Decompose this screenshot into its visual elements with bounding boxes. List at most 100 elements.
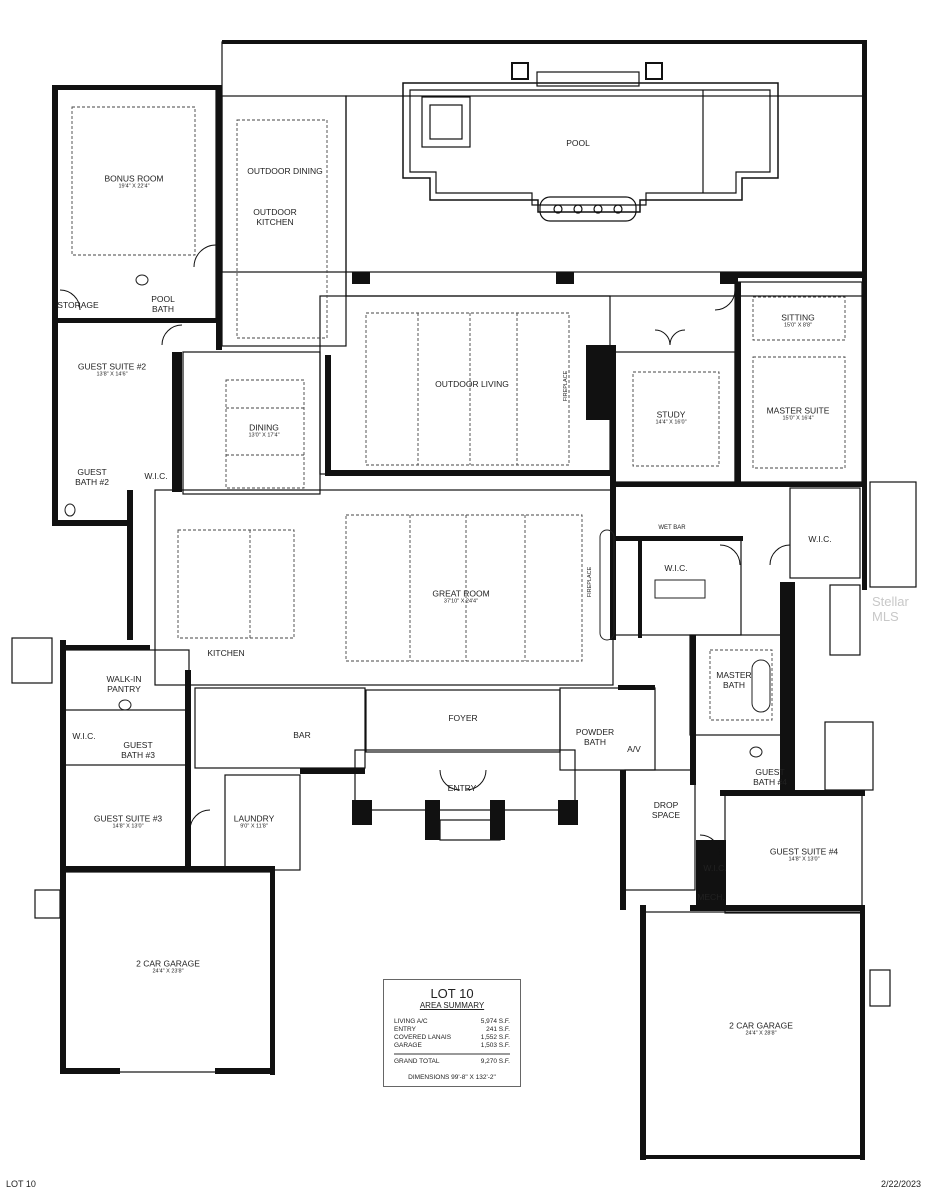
summary-value: 1,503 S.F. [480,1042,510,1049]
summary-row: COVERED LANAIS 1,552 S.F. [394,1034,510,1042]
room-name: POOL BATH [151,294,175,314]
room-name: GUEST BATH #2 [75,467,109,487]
room-drop-space: DROP SPACE [646,800,686,820]
room-dims: 37'10" X 24'4" [443,598,479,605]
room-name: MASTER BATH [716,670,752,690]
dashed-outlines [71,106,846,721]
summary-title: LOT 10 [430,986,474,1001]
room-guest-bath-3: GUEST BATH #3 [118,740,158,760]
room-wic-master-1: W.I.C. [664,563,687,573]
watermark: Stellar MLS [872,594,909,624]
summary-label: GARAGE [394,1042,422,1049]
summary-value: 241 S.F. [486,1026,510,1033]
room-wic-4: W.I.C. [703,863,726,873]
doors [59,244,791,856]
room-outdoor-kitchen: OUTDOOR KITCHEN [250,207,300,227]
room-dims: 14'8" X 13'0" [112,823,144,830]
room-master-bath: MASTER BATH [714,670,754,690]
summary-row: GARAGE 1,503 S.F. [394,1042,510,1050]
footer-date: 2/22/2023 [880,1179,921,1189]
room-dims: 14'4" X 16'0" [655,419,687,426]
room-foyer: FOYER [448,713,477,723]
fixtures [64,274,771,758]
summary-subtitle: AREA SUMMARY [419,1001,485,1010]
room-name: DROP SPACE [651,800,681,820]
room-pool-bath: POOL BATH [148,294,178,314]
room-name: MASTER SUITE [766,405,830,416]
room-name: BAR [293,730,311,740]
room-name: OUTDOOR KITCHEN [253,207,297,227]
room-name: BONUS ROOM [104,173,164,184]
room-name: STUDY [656,409,686,420]
room-dims: 13'0" X 17'4" [248,432,280,439]
room-wic-master-2: W.I.C. [808,534,831,544]
room-bar: BAR [293,730,310,740]
room-name: W.I.C. [808,534,832,544]
room-name: GUEST SUITE #2 [77,361,147,372]
summary-divider [394,1053,510,1055]
footer-lot-label: LOT 10 [6,1179,36,1189]
room-name: LAUNDRY [233,813,275,824]
summary-value: 1,552 S.F. [480,1034,510,1041]
summary-value: 5,974 S.F. [480,1018,510,1025]
room-name: W.I.C. [703,863,727,873]
room-name: W.I.C. [72,731,96,741]
summary-row: ENTRY 241 S.F. [394,1026,510,1034]
room-walk-in-pantry: WALK-IN PANTRY [101,674,147,694]
room-dims: 9'0" X 11'8" [240,823,268,830]
room-name: SITTING [781,312,815,323]
room-name: STORAGE [57,300,99,310]
room-name: 2 CAR GARAGE [729,1020,793,1031]
summary-dimensions: DIMENSIONS 99'-8" X 132'-2" [408,1074,496,1081]
room-name: W.I.C. [664,563,688,573]
room-name: OUTDOOR DINING [247,166,323,176]
room-dims: 24'4" X 28'8" [745,1030,777,1037]
room-storage: STORAGE [57,300,98,310]
room-name: GUEST SUITE #3 [93,813,163,824]
room-name: FOYER [448,713,478,723]
room-name: W.I.C. [144,471,168,481]
room-mech: MECH. [697,892,724,902]
summary-label: ENTRY [394,1026,416,1033]
room-guest-bath-4: GUEST BATH #4 [750,767,790,787]
room-guest-bath-2: GUEST BATH #2 [72,467,112,487]
room-entry: ENTRY [448,783,477,793]
summary-label: LIVING A/C [394,1018,428,1025]
room-dims: 15'0" X 16'4" [782,415,814,422]
room-pool: POOL [566,138,590,148]
room-name: GUEST BATH #3 [121,740,155,760]
room-name: MECH. [697,892,725,902]
summary-row: LIVING A/C 5,974 S.F. [394,1018,510,1026]
room-wic-2: W.I.C. [144,471,167,481]
summary-label: COVERED LANAIS [394,1034,452,1041]
room-dims: 19'4" X 22'4" [118,183,150,190]
outdoor-fireplace-label: FIREPLACE [563,370,569,402]
room-kitchen: KITCHEN [207,648,244,658]
room-name: GREAT ROOM [432,588,490,599]
room-name: POWDER BATH [575,727,615,747]
summary-total-value: 9,270 S.F. [480,1058,510,1065]
room-name: A/V [627,744,641,754]
area-summary-box: LOT 10 AREA SUMMARY LIVING A/C 5,974 S.F.… [383,979,521,1087]
room-wic-3: W.I.C. [72,731,95,741]
room-name: WALK-IN PANTRY [106,674,142,694]
room-wet-bar: WET BAR [658,525,686,531]
room-name: KITCHEN [207,648,245,658]
room-outdoor-dining: OUTDOOR DINING [247,166,323,176]
room-outdoor-living: OUTDOOR LIVING [435,379,509,389]
room-name: GUEST BATH #4 [753,767,787,787]
room-name: GUEST SUITE #4 [769,846,839,857]
summary-total-label: GRAND TOTAL [394,1058,440,1065]
thick-walls [52,40,867,1160]
